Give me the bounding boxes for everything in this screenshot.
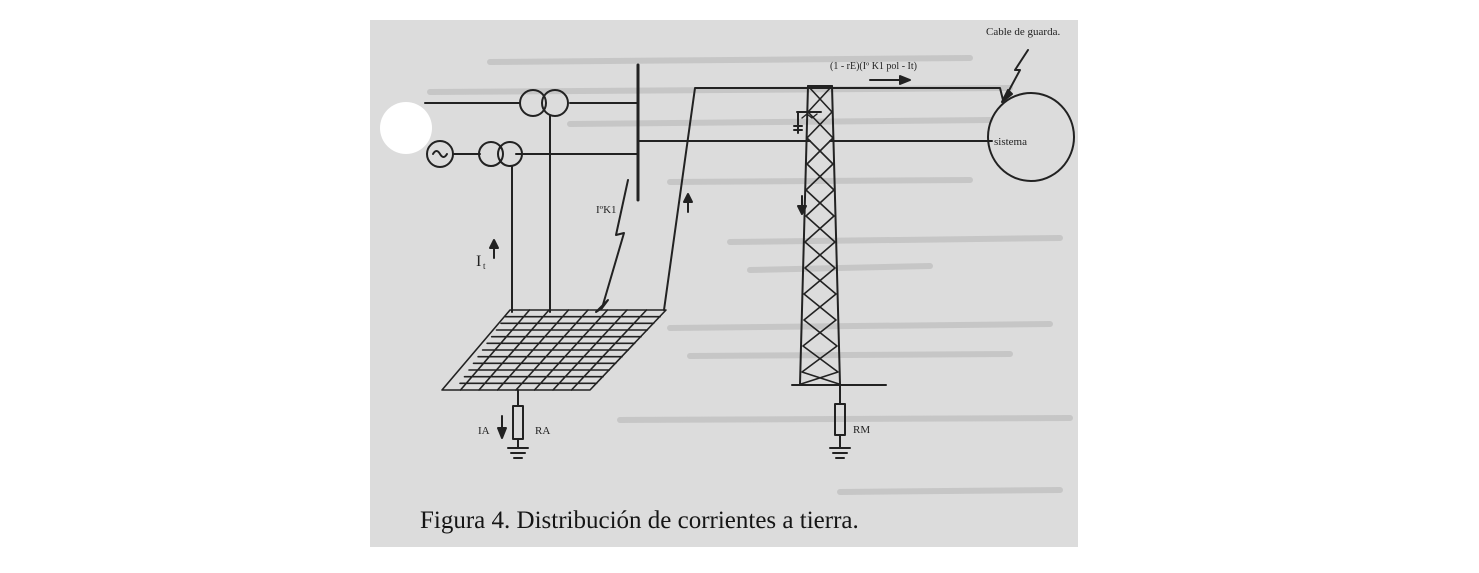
transformer-icon bbox=[478, 141, 523, 167]
system-label: sistema bbox=[994, 136, 1027, 148]
tower-resistance-label: RM bbox=[853, 424, 870, 436]
arrow-icon bbox=[797, 195, 807, 215]
scanned-figure: Cable de guarda. (1 - rE)(Iº K1 pol - It… bbox=[370, 20, 1078, 547]
figure-caption: Figura 4. Distribución de corrientes a t… bbox=[420, 507, 859, 534]
fault-current-label: IºK1 bbox=[596, 204, 617, 216]
neutral-current-label: I bbox=[476, 253, 481, 270]
arrow-icon bbox=[1001, 89, 1013, 103]
ground-wire-label: Cable de guarda. bbox=[986, 26, 1060, 38]
mesh-resistance-label: RA bbox=[535, 425, 550, 437]
generator-icon bbox=[426, 140, 454, 168]
return-path bbox=[663, 87, 1004, 311]
punch-hole bbox=[380, 102, 432, 154]
transformer-icon bbox=[519, 89, 569, 117]
arrow-icon bbox=[595, 299, 609, 313]
ground-symbol-icon bbox=[829, 447, 851, 459]
grounding-diagram: Cable de guarda. (1 - rE)(Iº K1 pol - It… bbox=[424, 26, 1075, 495]
return-current-label: (1 - rE)(Iº K1 pol - It) bbox=[830, 61, 917, 72]
show-through-marks bbox=[427, 55, 1073, 495]
system-node bbox=[987, 92, 1075, 182]
lightning-bolt-icon bbox=[601, 179, 629, 309]
resistor-icon bbox=[512, 405, 524, 440]
mesh-current-label: IA bbox=[478, 425, 490, 437]
transmission-tower bbox=[791, 85, 887, 386]
neutral-current-subscript: t bbox=[483, 261, 486, 271]
arrow-icon bbox=[869, 75, 911, 85]
arrow-icon bbox=[497, 415, 507, 439]
arrow-icon bbox=[489, 239, 499, 259]
lightning-bolt-icon bbox=[1005, 49, 1029, 97]
ground-symbol-icon bbox=[507, 447, 529, 459]
ground-mesh bbox=[441, 309, 667, 391]
arrow-icon bbox=[683, 193, 693, 213]
